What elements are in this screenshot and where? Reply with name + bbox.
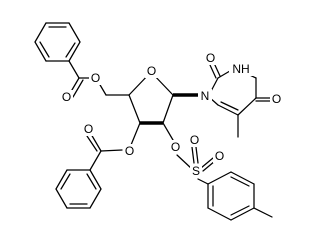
furanose-ring — [128, 71, 199, 125]
atom-label-ester-o-top: O — [91, 71, 100, 85]
atom-label-c4-oxo: O — [272, 92, 281, 106]
atom-label-sulfur: S — [192, 164, 200, 178]
benzoyl-phenyl-bottom — [55, 169, 102, 209]
bond-layer — [34, 22, 273, 221]
atom-label-n1: N — [201, 89, 210, 103]
atom-label-ester-o-bottom: O — [125, 144, 134, 158]
atom-label-layer: O O O N O NH O O O O S O O — [60, 51, 283, 178]
benzoyl-phenyl-top — [34, 22, 81, 62]
atom-label-sulfonyl-o-right: O — [215, 149, 224, 163]
benzoate-ester-bottom — [86, 122, 141, 171]
tolyl-ring — [207, 171, 273, 221]
chemical-structure: O O O N O NH O O O O S O O — [34, 22, 283, 221]
atom-label-tosyl-link-o: O — [171, 140, 180, 154]
atom-label-carbonyl-o-top: O — [62, 90, 71, 104]
atom-label-carbonyl-o-bottom: O — [84, 122, 93, 136]
atom-label-c2-oxo: O — [206, 51, 215, 65]
benzoate-ester-top — [68, 60, 130, 98]
atom-label-ring-o: O — [147, 64, 156, 78]
structure-svg: O O O N O NH O O O O S O O — [34, 22, 283, 221]
atom-label-n3h: NH — [232, 62, 249, 76]
atom-label-sulfonyl-o-left: O — [190, 133, 199, 147]
